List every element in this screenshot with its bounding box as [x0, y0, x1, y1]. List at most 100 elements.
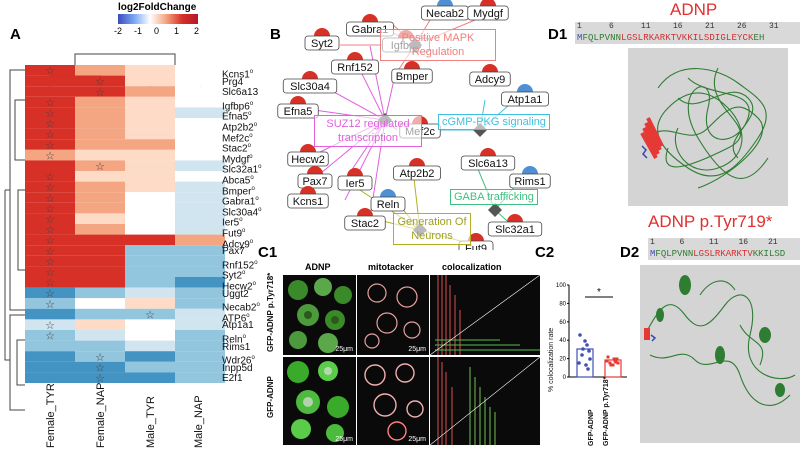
node-marker — [362, 14, 378, 22]
heatmap-cell — [25, 224, 75, 235]
heatmap-cell — [75, 308, 125, 320]
residue: D — [779, 249, 786, 259]
residue: I — [763, 249, 769, 259]
residue: A — [725, 249, 732, 259]
significance-star: ☆ — [145, 309, 155, 321]
panel-d2-label: D2 — [620, 244, 640, 261]
node-box — [487, 221, 543, 237]
node-label: Efna5 — [284, 106, 313, 118]
heatmap-cell — [175, 255, 225, 267]
micrograph-wt-mito: 25μm — [357, 357, 429, 445]
heatmap-cell — [25, 65, 75, 76]
residue: S — [703, 33, 710, 43]
residue: L — [725, 33, 732, 43]
heatmap-cell — [75, 340, 125, 352]
d2-structure — [640, 265, 800, 443]
panel-c1-label: C1 — [258, 244, 278, 261]
seq-tick: 11 — [641, 22, 651, 31]
gene-label: Fut9o — [222, 228, 246, 240]
seq-tick: 26 — [737, 22, 747, 31]
gene-label: ATP6o — [222, 312, 250, 325]
gene-label: Hecw2o — [222, 281, 256, 293]
node-box — [460, 155, 516, 171]
heatmap-cell — [175, 139, 225, 150]
c1-row-mutant: GFP-ADNP p.Tyr718* — [266, 272, 275, 352]
significance-star: ☆ — [45, 203, 55, 215]
residue: V — [677, 249, 683, 259]
c2-point — [606, 355, 610, 359]
gene-label: Slc32a1o — [222, 164, 262, 176]
heatmap-cell — [75, 245, 125, 256]
d1-sequence: MFQLPVNNLGSLRKARKTVKKILSDIGLEYCKEH — [577, 33, 765, 43]
significance-star: ☆ — [45, 225, 55, 237]
c2-cat-wt: GFP-ADNP — [588, 409, 595, 446]
significance-star: ☆ — [45, 119, 55, 131]
gene-label: Atp1a1 — [222, 320, 254, 332]
heatmap-cell — [75, 351, 125, 362]
residue: K — [758, 249, 764, 259]
col-label-male-tyr: Male_TYR — [145, 396, 157, 448]
significance-star: ☆ — [45, 246, 55, 258]
heatmap-cell — [25, 340, 75, 352]
node-marker — [482, 64, 498, 72]
gene-label: Kcns1o — [222, 69, 254, 81]
residue: H — [759, 33, 765, 43]
node-label: Atp1a1 — [508, 94, 543, 106]
heatmap-cell — [25, 361, 75, 373]
gene-label: Necab2o — [222, 302, 260, 314]
significance-star: ☆ — [95, 161, 105, 173]
term-suz12: SUZ12 regulated transcription — [314, 115, 422, 147]
gene-label: Uggt2 — [222, 288, 249, 300]
residue: P — [599, 33, 605, 43]
heatmap-cell — [75, 75, 125, 87]
heatmap-cell — [175, 96, 225, 108]
term-cgmp: cGMP-PKG signaling — [438, 114, 550, 130]
gene-mark: o — [239, 217, 243, 224]
heatmap-cell — [25, 202, 75, 214]
residue: M — [650, 249, 656, 259]
residue: K — [648, 33, 655, 43]
heatmap-cell — [25, 96, 75, 108]
heatmap-cell — [175, 192, 225, 203]
gene-label: Slc6a13 — [222, 87, 259, 99]
residue: S — [704, 249, 710, 259]
node-marker — [480, 148, 496, 156]
seq-tick: 21 — [768, 238, 778, 247]
gene-mark: o — [255, 196, 259, 203]
heatmap-cell — [125, 149, 175, 161]
residue: V — [747, 249, 753, 259]
significance-star: ☆ — [45, 97, 55, 109]
legend-tick: 1 — [174, 26, 180, 36]
heatmap-cell — [75, 139, 125, 150]
significance-star: ☆ — [45, 320, 55, 332]
residue: Q — [660, 249, 667, 259]
c2-point — [616, 361, 620, 365]
heatmap-cell — [125, 245, 175, 256]
significance-star: ☆ — [45, 129, 55, 141]
residue: K — [736, 249, 742, 259]
scale-bar-4: 25μm — [408, 436, 426, 443]
gene-label: Atp2b2o — [222, 122, 258, 134]
heatmap-cell — [75, 372, 125, 383]
c2-ylabel: % colocalization rate — [548, 327, 555, 392]
gene-label: Igfbp6o — [222, 100, 254, 113]
scale-bar-2: 25μm — [408, 346, 426, 353]
residue: L — [666, 249, 672, 259]
heatmap-cell — [125, 128, 175, 140]
heatmap-cell — [175, 319, 225, 330]
scale-bar-3: 25μm — [335, 436, 353, 443]
heatmap-cell — [175, 213, 225, 224]
gene-label: Slc30a4o — [222, 206, 262, 219]
gene-mark: o — [251, 185, 255, 192]
gene-label: Rnf152o — [222, 259, 258, 272]
c2-point — [587, 349, 591, 353]
gene-mark: o — [256, 302, 260, 309]
residue: V — [604, 33, 611, 43]
node-label: Mydgf — [473, 8, 504, 20]
d2-sequence: MFQLPVNNLGSLRKARKTVKKILSD — [650, 249, 785, 259]
heatmap-cells: ☆☆☆☆☆☆☆☆☆☆☆☆☆☆☆☆☆☆☆☆☆☆☆☆☆☆☆☆☆ — [25, 65, 225, 385]
node-box — [287, 151, 329, 167]
legend-tick: 2 — [194, 26, 200, 36]
c2-ytick: 20 — [559, 357, 566, 363]
node-label: Bmper — [396, 71, 429, 83]
